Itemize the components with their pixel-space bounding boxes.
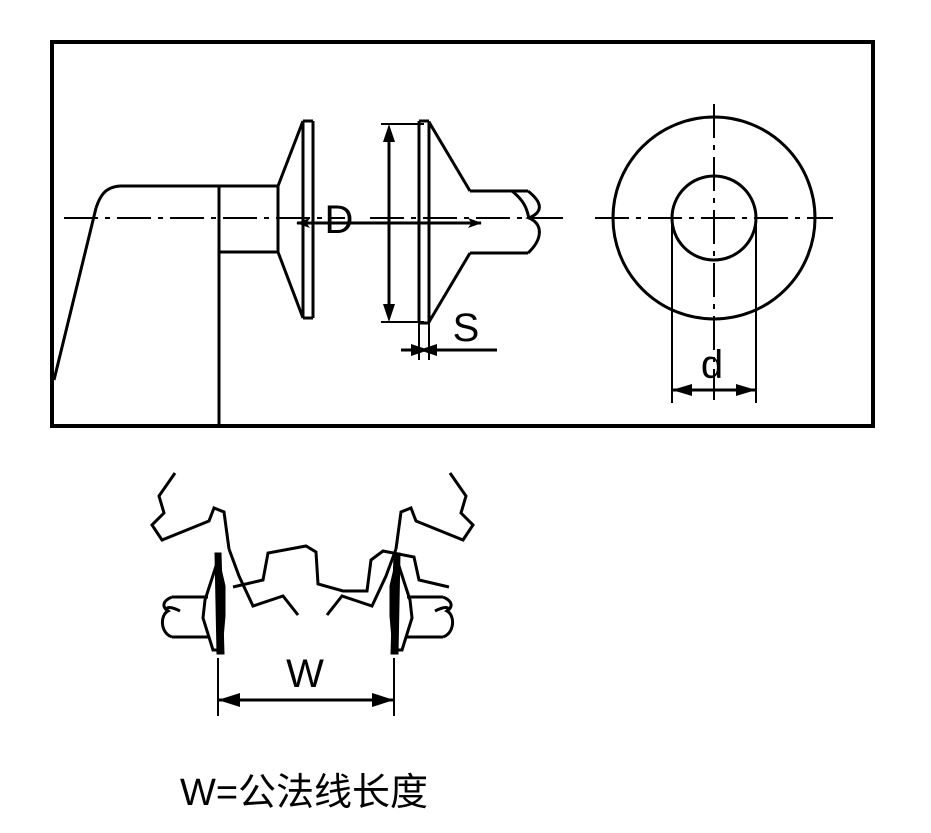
measuring-disc-left	[161, 552, 226, 655]
disc-left-plate	[214, 552, 225, 655]
caption-text: W=公法线长度	[180, 772, 428, 814]
D-arrow-bottom	[383, 304, 395, 322]
D-arrow-top	[383, 124, 395, 142]
caliper-jaw-left	[52, 184, 221, 426]
jaw-upper-right-outline	[394, 472, 475, 550]
dimension-d: d	[671, 218, 757, 403]
section-cone-upper	[427, 121, 472, 192]
disc-right-shaft-break	[442, 595, 454, 639]
shaft-break-symbol-front	[525, 189, 541, 255]
disc-left-shaft-break	[161, 595, 173, 639]
cone-lower	[276, 251, 305, 319]
jaw-fillet	[94, 184, 121, 209]
dimension-S: S	[401, 306, 497, 360]
cone-upper	[276, 120, 305, 187]
disc-right-plate	[390, 552, 401, 655]
view-frame-box	[50, 40, 875, 428]
caliper-jaw-upper-left	[150, 472, 300, 616]
d-arrow-right	[736, 384, 756, 396]
d-arrow-left	[672, 384, 692, 396]
jaw-upper-left-tail	[227, 548, 300, 616]
shaft-break-symbol-back	[511, 189, 531, 219]
caliper-jaw-upper-right	[325, 472, 475, 616]
dimension-label-D: D	[325, 198, 354, 242]
disc-right-shaft-break-2	[434, 606, 450, 613]
dimension-label-d: d	[701, 343, 723, 387]
dimension-label-S: S	[453, 306, 480, 350]
W-arrow-left	[218, 693, 240, 707]
measuring-disc-right	[389, 552, 454, 655]
jaw-flank	[52, 207, 98, 381]
W-arrow-right	[372, 693, 394, 707]
dimension-D: D	[296, 123, 482, 323]
dimension-W: W	[217, 652, 395, 716]
dimension-label-W: W	[286, 652, 324, 696]
section-cone-lower	[427, 252, 472, 323]
disc-side-view	[64, 119, 345, 320]
gear-tooth-profile	[232, 544, 450, 593]
jaw-upper-right-tail	[325, 548, 398, 616]
disc-left-shaft-break-2	[165, 606, 181, 613]
gear-teeth-outline	[232, 544, 450, 593]
jaw-upper-left-outline	[150, 472, 231, 550]
